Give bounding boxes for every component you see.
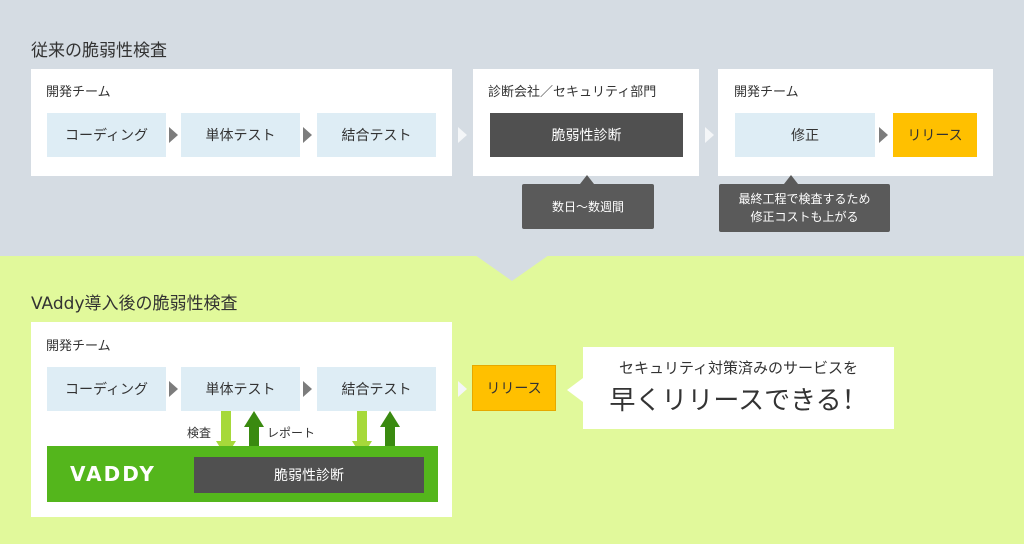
cost-callout-line1: 最終工程で検査するため	[738, 192, 871, 206]
duration-callout: 数日〜数週間	[522, 184, 654, 229]
before-step-coding: コーディング	[47, 113, 166, 157]
callout-pointer	[580, 175, 594, 184]
chevron-right-icon	[303, 381, 312, 397]
duration-callout-text: 数日〜数週間	[551, 199, 624, 214]
vaddy-logo: VADDY	[70, 462, 156, 486]
chevron-right-icon	[879, 127, 888, 143]
section-divider-arrow	[475, 255, 549, 281]
chevron-right-icon	[303, 127, 312, 143]
message-line2: 早くリリースできる！	[609, 386, 868, 416]
inspect-arrow-down-icon	[352, 411, 372, 457]
chevron-right-icon	[169, 127, 178, 143]
inspect-label: 検査	[187, 426, 212, 440]
after-step-coding: コーディング	[47, 367, 166, 411]
report-arrow-up-icon	[244, 411, 264, 457]
before-title: 従来の脆弱性検査	[31, 41, 167, 61]
cost-callout-line2: 修正コストも上がる	[750, 210, 859, 224]
before-step-release: リリース	[893, 113, 977, 157]
chevron-right-icon	[458, 381, 467, 397]
chevron-right-icon	[169, 381, 178, 397]
chevron-right-icon	[705, 127, 714, 143]
before-step-vuln-scan: 脆弱性診断	[490, 113, 683, 157]
after-dev-team-label: 開発チーム	[46, 339, 111, 354]
message-pointer	[567, 378, 583, 402]
before-step-fix: 修正	[735, 113, 875, 157]
before-step-unit-test: 単体テスト	[181, 113, 300, 157]
after-step-unit-test: 単体テスト	[181, 367, 300, 411]
before-dev-team-label: 開発チーム	[46, 85, 111, 100]
before-release-team-label: 開発チーム	[734, 85, 799, 100]
after-step-release: リリース	[472, 365, 556, 411]
message-line1: セキュリティ対策済みのサービスを	[618, 359, 859, 377]
after-step-vuln-scan: 脆弱性診断	[194, 457, 424, 493]
after-title: VAddy導入後の脆弱性検査	[31, 294, 238, 314]
report-label: レポート	[267, 426, 316, 440]
after-step-integration-test: 結合テスト	[317, 367, 436, 411]
security-label: 診断会社／セキュリティ部門	[488, 85, 657, 100]
before-step-integration-test: 結合テスト	[317, 113, 436, 157]
message-box	[583, 347, 894, 429]
callout-pointer	[784, 175, 798, 184]
report-arrow-up-icon	[380, 411, 400, 457]
inspect-arrow-down-icon	[216, 411, 236, 457]
cost-callout: 最終工程で検査するため 修正コストも上がる	[719, 184, 890, 232]
chevron-right-icon	[458, 127, 467, 143]
